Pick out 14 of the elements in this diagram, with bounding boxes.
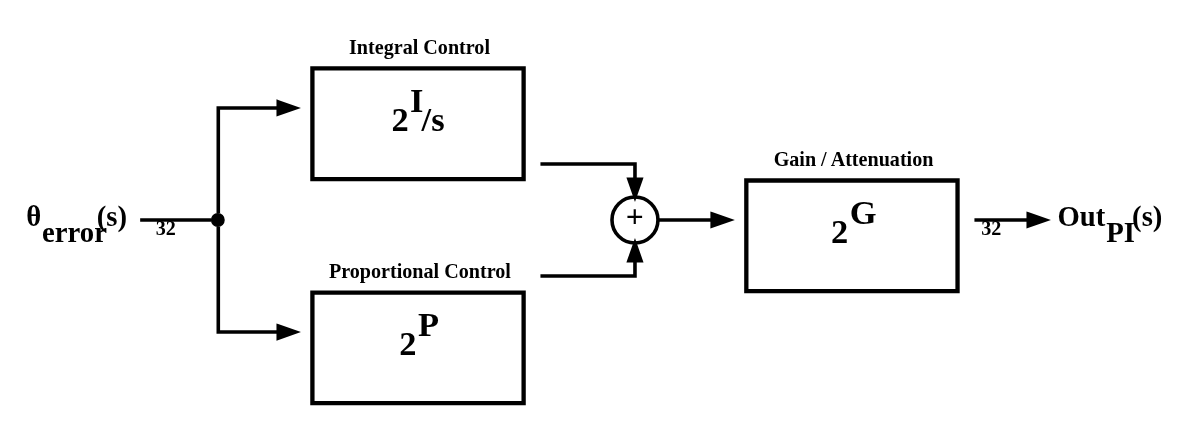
node-label: Integral Control xyxy=(349,35,490,58)
arrow xyxy=(216,99,301,214)
arrow xyxy=(216,226,301,341)
node-label: Proportional Control xyxy=(328,259,511,282)
edge-label: 32 xyxy=(155,216,176,239)
arrow xyxy=(540,162,644,202)
node-circle xyxy=(210,213,225,227)
node-label: Gain / Attenuation xyxy=(773,147,934,170)
arrow xyxy=(974,211,1051,229)
arrow xyxy=(540,238,644,278)
edge-label: 32 xyxy=(981,216,1002,239)
connector xyxy=(140,218,212,222)
arrow xyxy=(658,211,735,229)
node-circle: + xyxy=(610,195,660,245)
